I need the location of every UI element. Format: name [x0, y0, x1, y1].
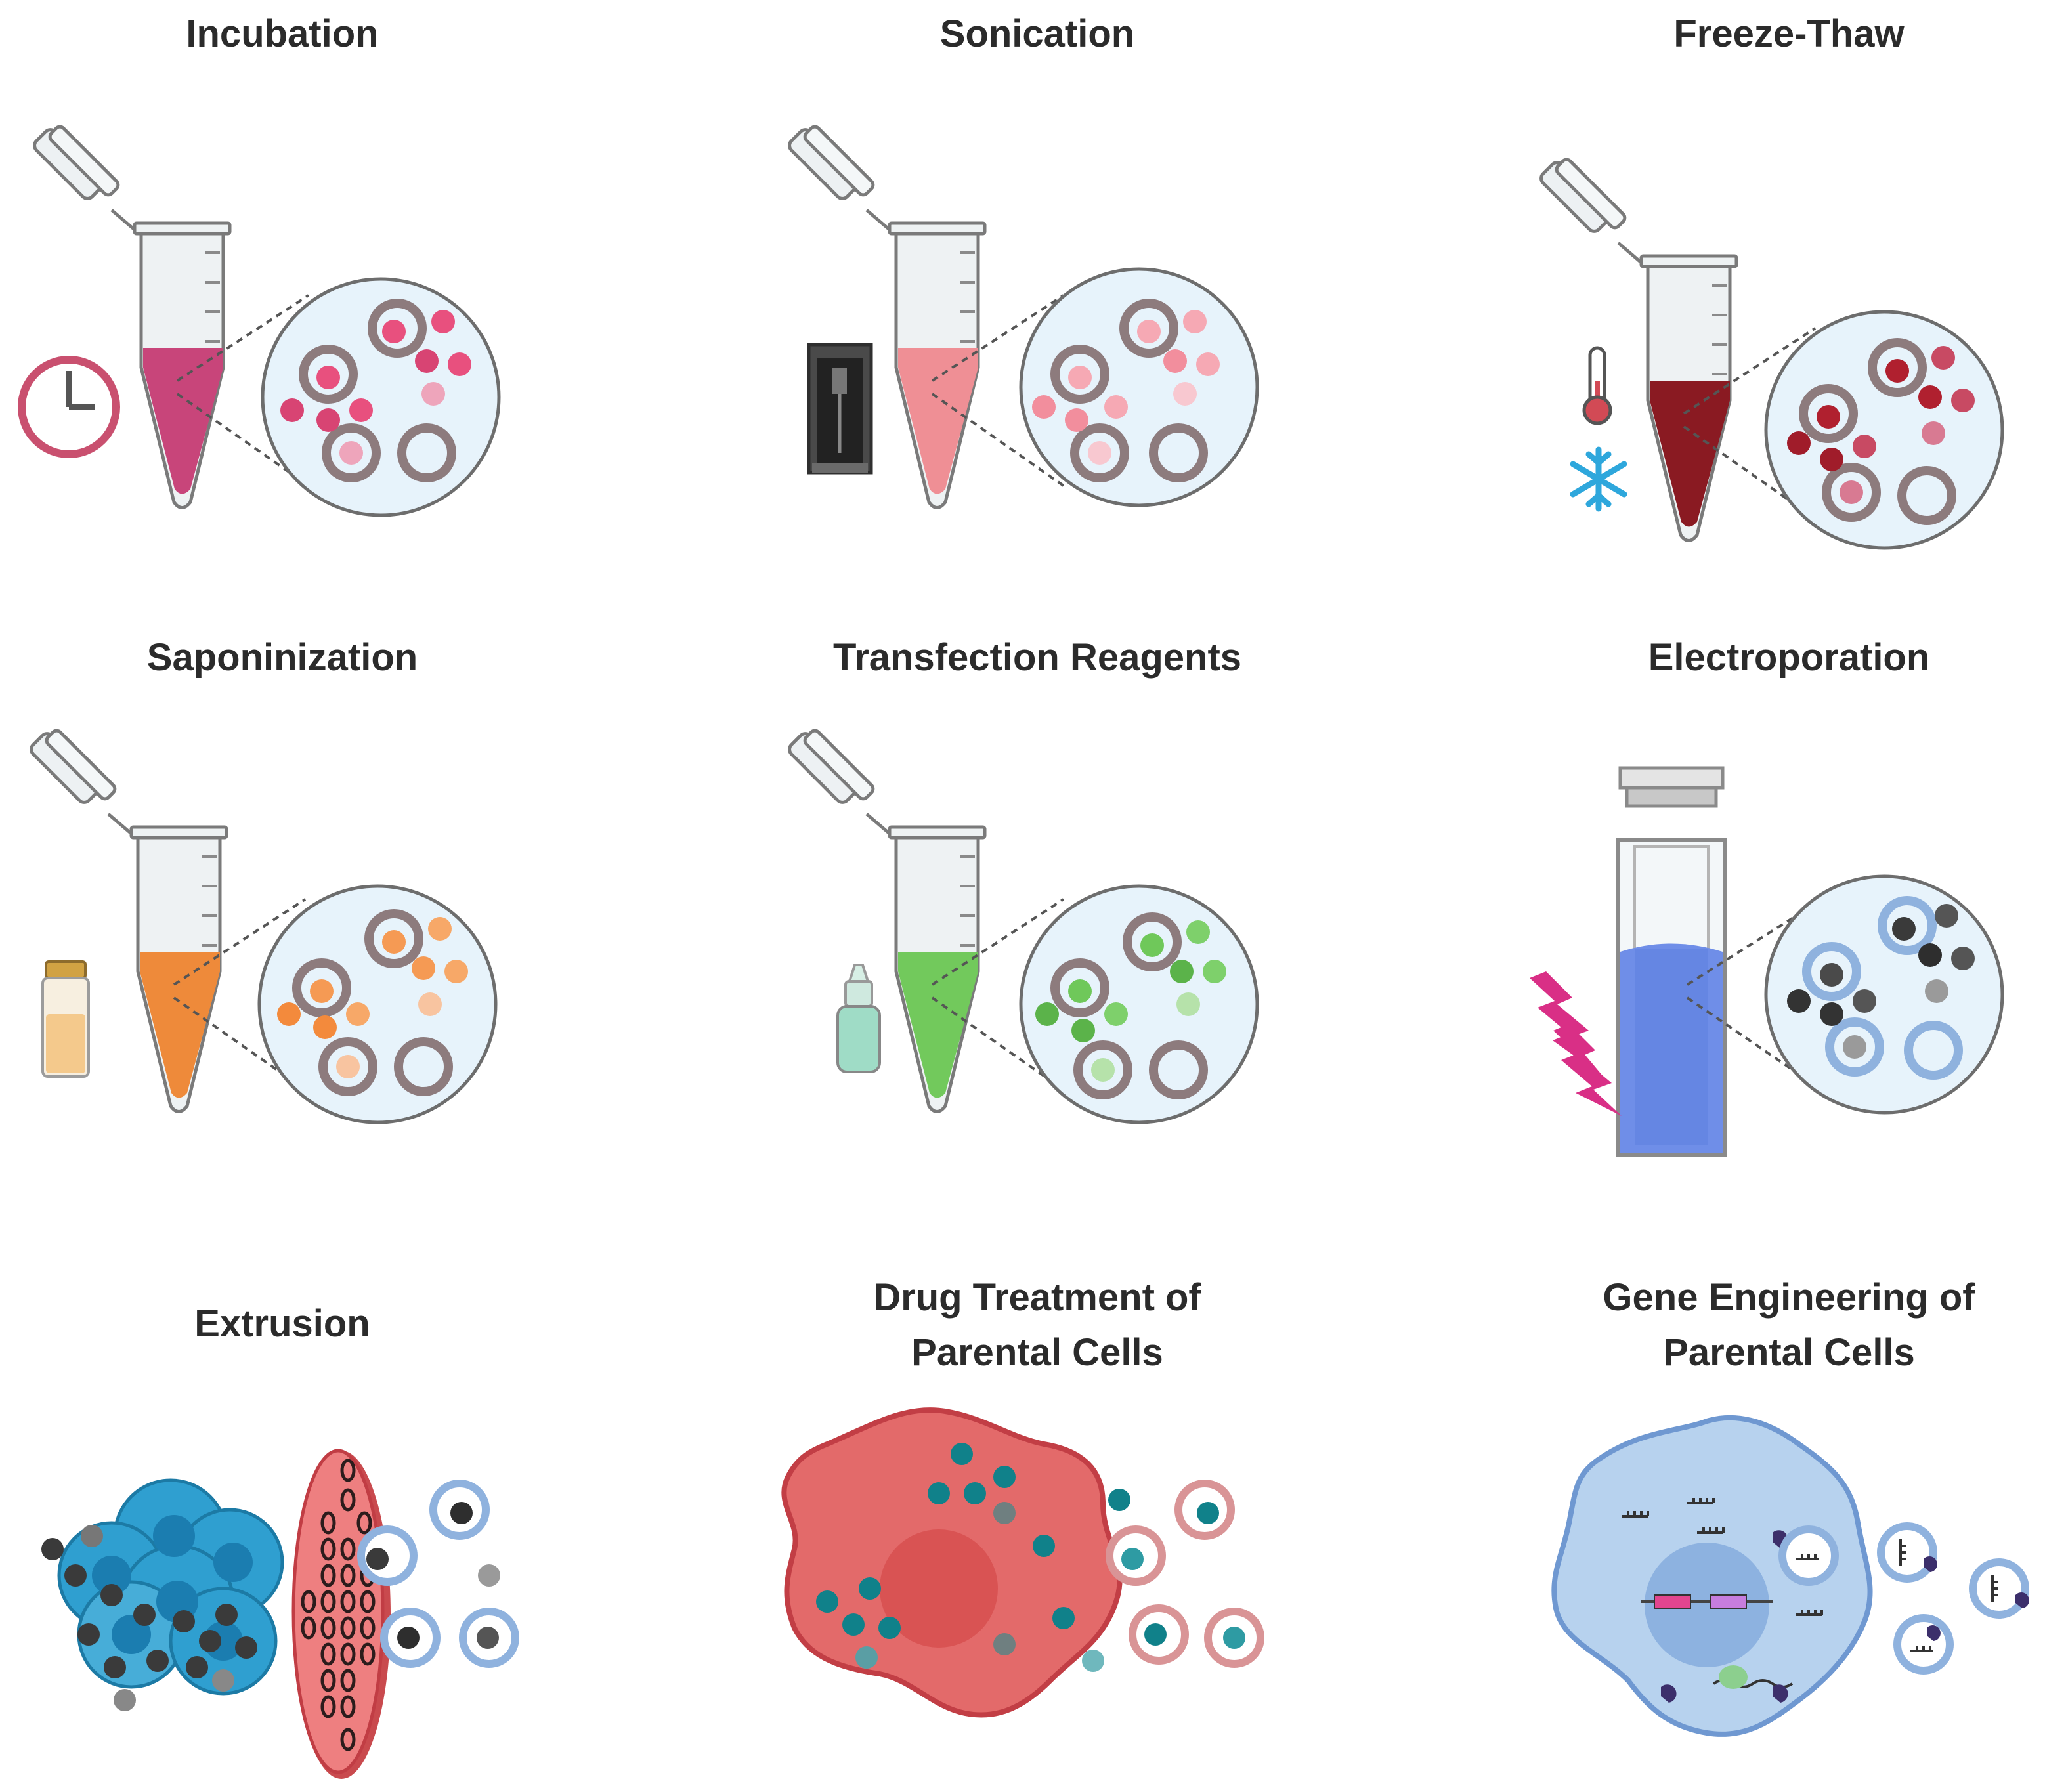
- magnifier-view: [1764, 874, 2004, 1115]
- incubation-panel: [18, 125, 501, 517]
- magnifier-view: [1019, 267, 1259, 507]
- title-incubation: Incubation: [186, 12, 379, 55]
- title-electroporation: Electroporation: [1648, 636, 1930, 679]
- loaded-vesicles: [1106, 1480, 1264, 1668]
- drug-particles: [816, 1443, 1130, 1672]
- saponinization-liquid: [140, 952, 220, 1098]
- filter-membrane: [291, 1449, 391, 1779]
- title-drug-treatment: Drug Treatment of Parental Cells: [873, 1276, 1201, 1374]
- transfection-liquid: [898, 952, 978, 1098]
- incubation-liquid: [143, 348, 223, 494]
- thermometer-icon: [1582, 346, 1612, 425]
- title-sonication: Sonication: [939, 12, 1135, 55]
- title-gene-engineering: Gene Engineering of Parental Cells: [1603, 1276, 1975, 1374]
- parent-cells-cluster: [57, 1478, 284, 1696]
- electroporation-panel: [1530, 766, 2004, 1157]
- gene-construct: [1641, 1594, 1773, 1609]
- vial-icon: [41, 960, 90, 1078]
- title-transfection: Transfection Reagents: [832, 636, 1242, 679]
- protein-icons: [1661, 1530, 1788, 1703]
- lightning-icon: [1530, 971, 1622, 1116]
- saponinization-panel: [28, 729, 498, 1124]
- magnifier-view: [257, 884, 498, 1124]
- freeze-thaw-panel: [1538, 158, 2004, 550]
- cell-nucleus: [880, 1529, 998, 1648]
- title-saponinization: Saponinization: [146, 636, 418, 679]
- sonication-liquid: [898, 348, 978, 494]
- drug-particles: [41, 1525, 257, 1711]
- magnifier-view: [1019, 884, 1259, 1124]
- extrusion-panel: [41, 1449, 519, 1779]
- drug-treatment-panel: [781, 1407, 1264, 1718]
- sonicator-icon: [807, 343, 873, 475]
- freeze-thaw-liquid: [1650, 381, 1730, 527]
- sonication-panel: [786, 125, 1259, 508]
- loaded-vesicles: [357, 1480, 519, 1668]
- snowflake-icon: [1570, 446, 1627, 512]
- title-extrusion: Extrusion: [194, 1302, 370, 1345]
- transfection-panel: [786, 729, 1259, 1124]
- cell-nucleus: [1645, 1543, 1769, 1667]
- clock-icon: [18, 356, 120, 458]
- title-freeze-thaw: Freeze-Thaw: [1673, 12, 1905, 55]
- magnifier-view: [261, 277, 501, 517]
- gene-engineering-panel: [1551, 1415, 2029, 1737]
- dropper-bottle-icon: [836, 964, 881, 1073]
- loaded-vesicles: [1778, 1522, 2029, 1675]
- magnifier-view: [1764, 310, 2004, 550]
- cuvette-icon: [1616, 766, 1727, 1157]
